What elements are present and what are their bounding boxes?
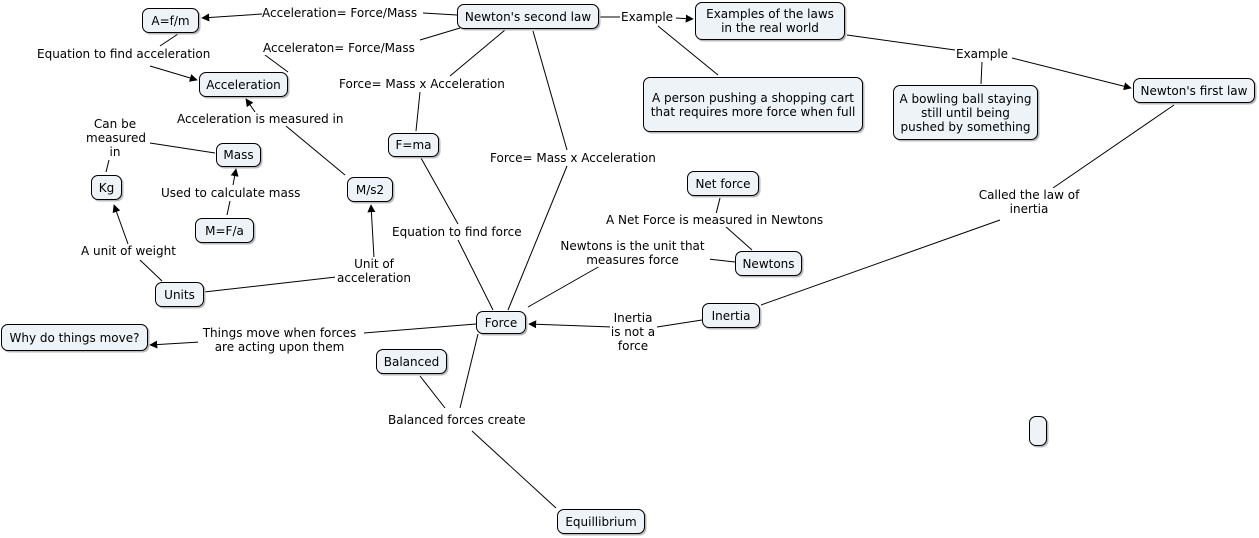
link-line (419, 375, 446, 409)
node-kg[interactable]: Kg (91, 175, 122, 200)
node-examples-real-world[interactable]: Examples of the laws in the real world (695, 2, 845, 40)
link-line (457, 239, 494, 311)
node-net-force[interactable]: Net force (687, 171, 759, 196)
link-line (203, 276, 337, 293)
node-force[interactable]: Force (476, 311, 526, 334)
node-newtons[interactable]: Newtons (735, 251, 802, 276)
link-line (528, 320, 613, 329)
link-label-equation-accel: Equation to find acceleration (37, 47, 211, 61)
link-line (159, 33, 179, 47)
link-line (367, 204, 376, 259)
node-shopping-cart[interactable]: A person pushing a shopping cart that re… (643, 77, 863, 132)
link-label-accel-measured-in: Acceleration is measured in (177, 112, 344, 126)
node-empty[interactable] (1029, 416, 1047, 446)
link-line (507, 165, 568, 311)
link-line (149, 340, 201, 349)
link-line (149, 142, 216, 154)
link-line (724, 225, 753, 251)
node-newtons-second-law[interactable]: Newton's second law (457, 4, 599, 29)
link-label-acceleraton-force-mass: Acceleraton= Force/Mass (263, 41, 415, 55)
link-line (420, 157, 459, 225)
node-balanced[interactable]: Balanced (376, 349, 447, 374)
link-line (532, 30, 568, 151)
link-label-accel-force-mass: Acceleration= Force/Mass (262, 6, 418, 20)
link-line (112, 204, 129, 245)
link-label-things-move: Things move when forces are acting upon … (198, 326, 361, 354)
link-line (201, 13, 263, 22)
link-line (657, 25, 719, 76)
link-line (846, 34, 956, 51)
link-label-unit-of-weight: A unit of weight (81, 244, 176, 258)
link-label-inertia-not-force: Inertia is not a force (610, 311, 656, 353)
link-line (527, 265, 601, 308)
link-line (459, 333, 479, 409)
link-label-unit-of-acceleration: Unit of acceleration (335, 257, 413, 285)
link-line (760, 219, 1001, 306)
link-line (415, 91, 421, 132)
link-label-net-force-newtons: A Net Force is measured in Newtons (606, 213, 824, 227)
node-newtons-first-law[interactable]: Newton's first law (1133, 78, 1255, 103)
node-f-ma[interactable]: F=ma (388, 133, 439, 157)
link-line (149, 65, 198, 82)
node-acceleration[interactable]: Acceleration (199, 72, 288, 97)
link-line (675, 14, 694, 23)
node-a-f-m[interactable]: A=f/m (142, 8, 199, 33)
link-line (419, 27, 461, 41)
link-line (264, 54, 289, 73)
link-line (226, 200, 231, 216)
node-m-f-a[interactable]: M=F/a (195, 218, 254, 243)
link-line (245, 98, 256, 113)
link-label-equation-force: Equation to find force (392, 225, 522, 239)
node-units[interactable]: Units (155, 282, 204, 307)
link-line (285, 125, 346, 176)
node-bowling-ball[interactable]: A bowling ball staying still until being… (893, 85, 1038, 140)
node-inertia[interactable]: Inertia (702, 303, 760, 328)
link-line (230, 168, 239, 186)
link-line (422, 12, 458, 16)
link-line (1011, 57, 1132, 91)
link-label-used-to-calc-mass: Used to calculate mass (161, 186, 301, 200)
link-label-balanced-create: Balanced forces create (388, 413, 526, 427)
link-label-force-mass-accel-2: Force= Mass x Acceleration (490, 151, 656, 165)
link-line (707, 258, 736, 263)
node-m-s2[interactable]: M/s2 (347, 177, 393, 202)
link-line (471, 430, 557, 509)
link-label-law-of-inertia: Called the law of inertia (975, 188, 1083, 216)
link-label-can-be-measured-in: Can be measured in (86, 117, 146, 159)
link-line (1052, 104, 1175, 189)
link-line (139, 259, 163, 282)
link-label-example-1: Example (621, 10, 674, 24)
node-why-move[interactable]: Why do things move? (1, 324, 148, 351)
link-line (363, 323, 477, 334)
link-label-example-2: Example (956, 47, 1009, 61)
link-line (980, 61, 983, 85)
link-line (449, 29, 506, 77)
link-line (105, 159, 110, 173)
node-equilibrium[interactable]: Equillibrium (557, 509, 645, 534)
node-mass[interactable]: Mass (216, 143, 261, 167)
link-label-force-mass-accel-1: Force= Mass x Acceleration (339, 77, 505, 91)
link-line (715, 197, 721, 215)
link-line (656, 319, 703, 328)
link-label-newtons-unit: Newtons is the unit that measures force (555, 239, 710, 267)
